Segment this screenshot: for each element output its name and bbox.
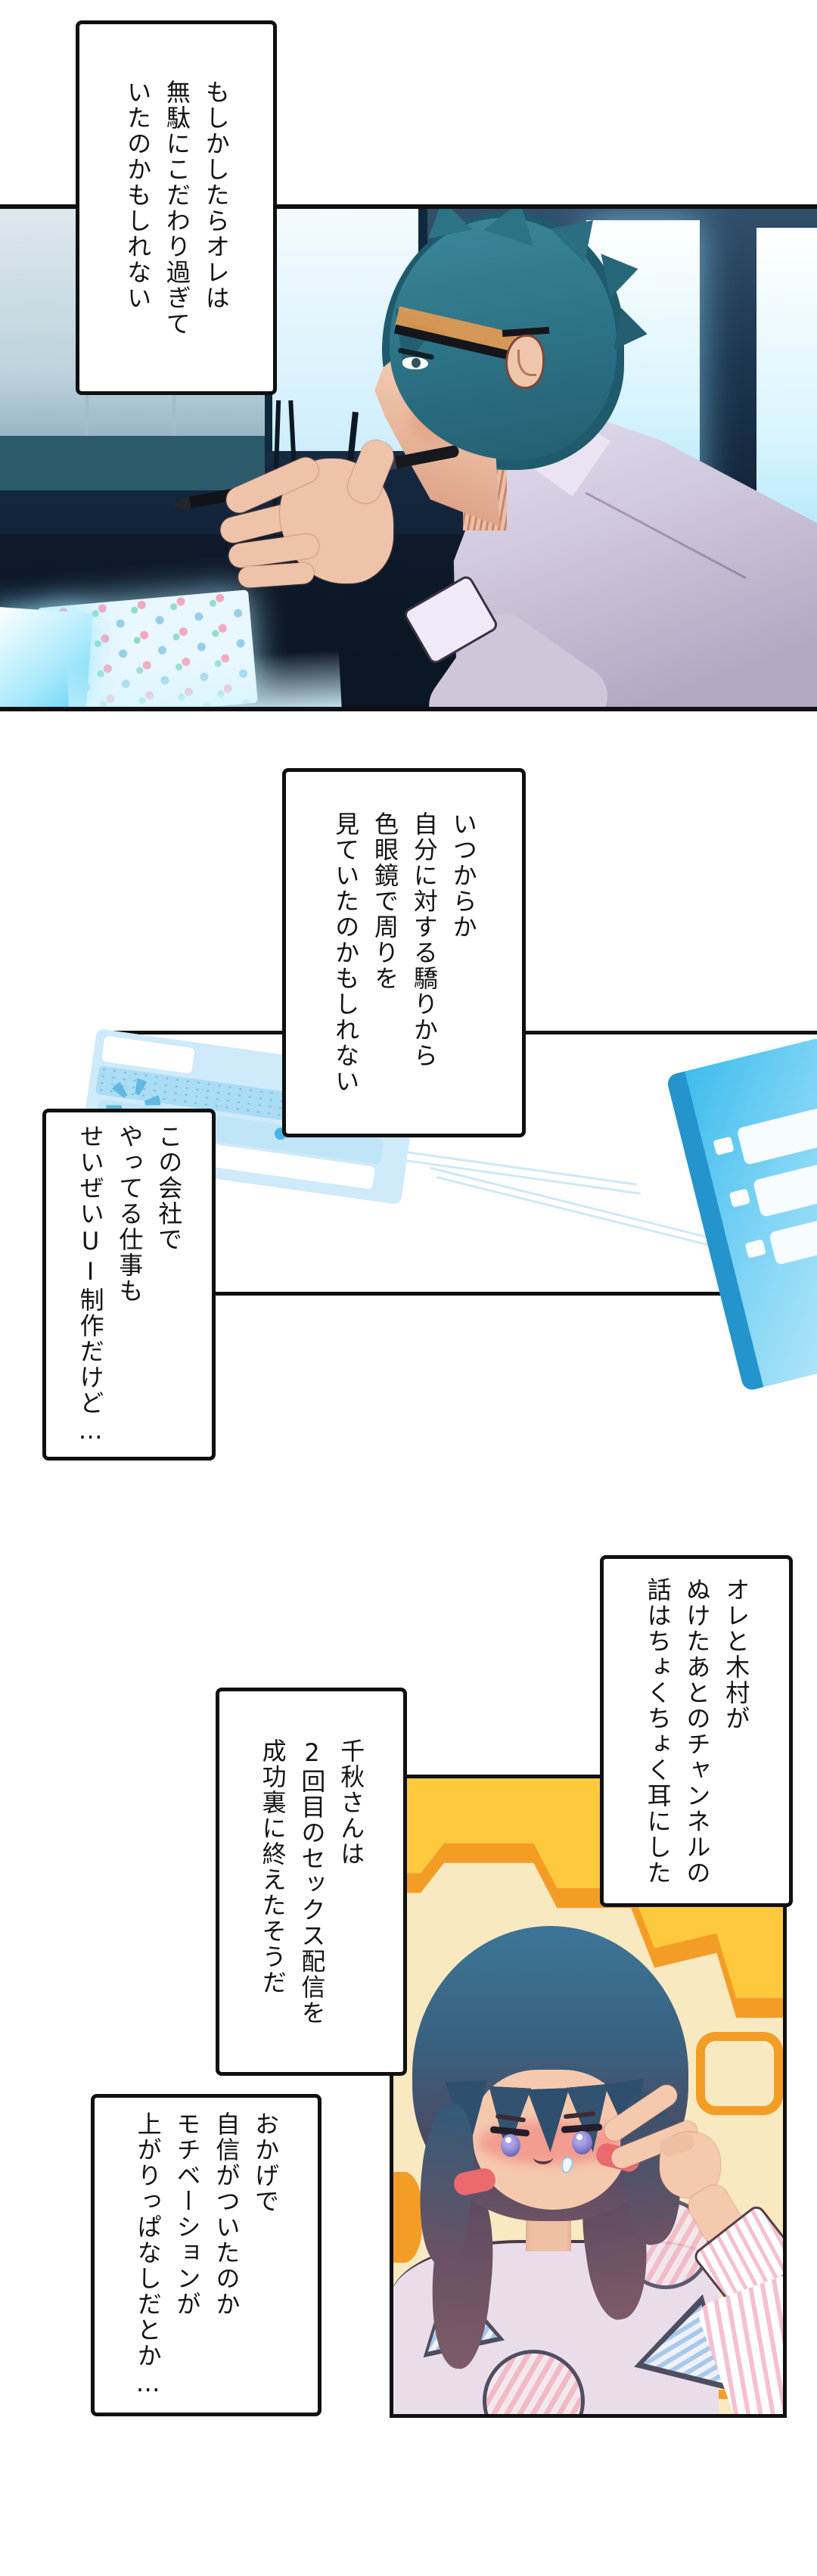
ui-list-row <box>752 1159 817 1218</box>
eye-glint <box>505 2137 511 2143</box>
narration-bubble-6: おかげで 自信がついたのか モチベーションが 上がりっぱなしだとか… <box>91 2094 322 2416</box>
ui-list-row <box>769 1212 817 1265</box>
narration-text-6: おかげで 自信がついたのか モチベーションが 上がりっぱなしだとか… <box>133 2111 281 2399</box>
teal-cabinet-band <box>0 436 265 490</box>
narration-bubble-4: オレと木村が ぬけたあとのチャンネルの 話はちょくちょく耳にした <box>600 1555 793 1907</box>
narration-bubble-2: いつからか 自分に対する驕りから 色眼鏡で周りを 見ていたのかもしれない <box>282 768 526 1137</box>
narration-bubble-5: 千秋さんは 2回目のセックス配信を 成功裏に終えたそうだ <box>216 1688 407 2076</box>
ui-list-bullet <box>713 1136 735 1156</box>
narration-bubble-1: もしかしたらオレは 無駄にこだわり過ぎて いたのかもしれない <box>76 20 277 395</box>
ui-list-bullet <box>728 1188 750 1208</box>
narration-bubble-3: この会社で やってる仕事も せいぜいUI制作だけど… <box>42 1109 216 1461</box>
man-eye-iris <box>412 358 421 368</box>
orange-blob-accent <box>393 2172 422 2263</box>
narration-text-4: オレと木村が ぬけたあとのチャンネルの 話はちょくちょく耳にした <box>643 1576 751 1886</box>
ear-inner-line <box>517 350 536 376</box>
orange-ring-accent <box>696 2032 783 2115</box>
narration-text-1: もしかしたらオレは 無駄にこだわり過ぎて いたのかもしれない <box>123 79 231 337</box>
panel-v-sign-girl <box>390 1775 787 2418</box>
narration-text-3: この会社で やってる仕事も せいぜいUI制作だけど… <box>76 1123 184 1446</box>
girl-mouth <box>533 2151 553 2164</box>
ui-card-right <box>666 1036 817 1392</box>
eye-glint <box>576 2134 582 2140</box>
narration-text-2: いつからか 自分に対する驕りから 色眼鏡で周りを 見ていたのかもしれない <box>331 811 478 1094</box>
ui-list-row <box>736 1106 817 1165</box>
narration-text-5: 千秋さんは 2回目のセックス配信を 成功裏に終えたそうだ <box>258 1738 366 2026</box>
ui-list-bullet <box>744 1239 766 1258</box>
girl-eye-right <box>572 2131 592 2154</box>
